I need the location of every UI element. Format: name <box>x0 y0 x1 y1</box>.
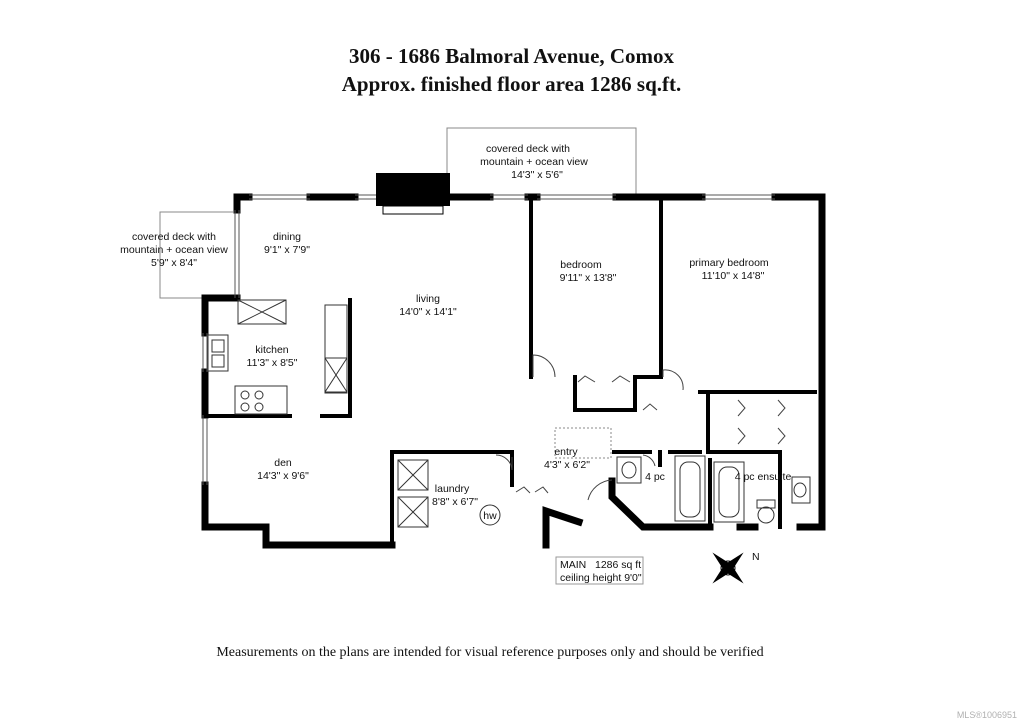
exterior-walls <box>201 193 826 549</box>
ensuite-label: 4 pc ensuite <box>735 471 792 483</box>
dining-dims: 9'1" x 7'9" <box>264 244 310 256</box>
door-swings <box>495 354 786 501</box>
disclaimer: Measurements on the plans are intended f… <box>216 645 764 660</box>
deck-top-label: covered deck with <box>486 143 570 155</box>
laundry-label: laundry <box>435 483 470 495</box>
compass-icon <box>712 552 744 584</box>
primary-bedroom-label: primary bedroom <box>689 257 769 269</box>
bedroom-dims: 9'11" x 13'8" <box>560 272 617 284</box>
kitchen-fixtures <box>207 299 348 415</box>
dining-label: dining <box>273 231 301 243</box>
deck-top <box>446 127 637 196</box>
floor-area-title: Approx. finished floor area 1286 sq.ft. <box>341 72 682 96</box>
deck-left-view: mountain + ocean view <box>120 244 228 256</box>
entry-dims: 4'3" x 6'2" <box>544 459 590 471</box>
room-labels: covered deck with mountain + ocean view … <box>120 143 791 522</box>
deck-top-dims: 14'3" x 5'6" <box>511 169 563 181</box>
laundry-dims: 8'8" x 6'7" <box>432 496 478 508</box>
kitchen-label: kitchen <box>255 344 288 356</box>
info-area: MAIN 1286 sq ft <box>560 559 641 571</box>
kitchen-dims: 11'3" x 8'5" <box>247 357 298 369</box>
fireplace <box>376 173 450 206</box>
info-box: MAIN 1286 sq ft ceiling height 9'0" <box>555 556 644 585</box>
deck-left-dims: 5'9" x 8'4" <box>151 257 197 269</box>
bath-label: 4 pc <box>645 471 665 483</box>
living-label: living <box>416 293 440 305</box>
primary-bedroom-dims: 11'10" x 14'8" <box>702 270 765 282</box>
den-label: den <box>274 457 292 469</box>
bedroom-label: bedroom <box>560 259 602 271</box>
living-dims: 14'0" x 14'1" <box>399 306 457 318</box>
interior-walls <box>206 198 817 547</box>
laundry-appliances <box>397 459 501 528</box>
windows <box>202 194 775 485</box>
mls-watermark: MLS®1006951 <box>956 710 1017 720</box>
bath-fixtures <box>616 455 811 524</box>
compass-label: N <box>752 551 760 563</box>
entry-closet <box>554 427 612 459</box>
deck-left <box>159 211 233 299</box>
entry-label: entry <box>554 446 578 458</box>
deck-top-view: mountain + ocean view <box>480 156 588 168</box>
den-dims: 14'3" x 9'6" <box>257 470 309 482</box>
deck-left-label: covered deck with <box>132 231 216 243</box>
hw-label: hw <box>483 510 497 522</box>
info-ceiling: ceiling height 9'0" <box>560 572 642 584</box>
hot-water-tank <box>479 504 501 526</box>
plan-title: 306 - 1686 Balmoral Avenue, Comox <box>348 44 675 68</box>
